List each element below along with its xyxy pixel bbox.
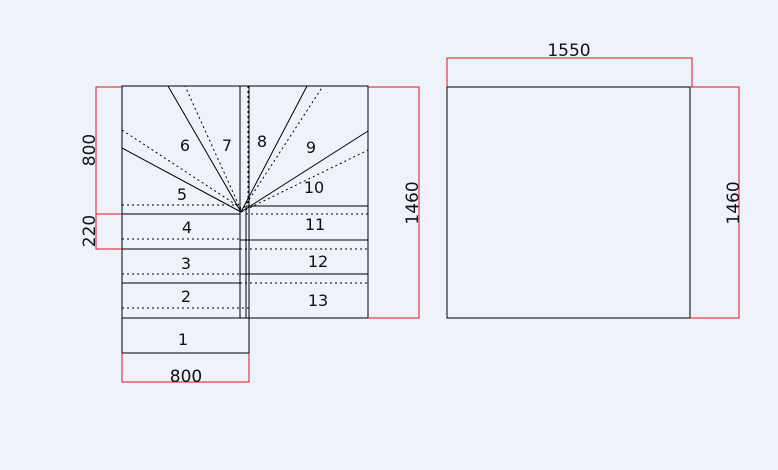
winder-line	[240, 85, 308, 213]
step-number-13: 13	[308, 291, 328, 310]
step-number-7: 7	[222, 136, 232, 155]
top-dimension-line	[446, 57, 693, 87]
right-flight-treads	[240, 205, 368, 284]
dimension-800-bottom: 800	[170, 367, 202, 387]
step-number-1: 1	[178, 330, 188, 349]
bottom-dimension-line	[121, 353, 250, 383]
step-number-4: 4	[182, 218, 192, 237]
left-dimension-line	[95, 86, 122, 250]
winder-nosing	[184, 85, 242, 211]
dimension-1550: 1550	[547, 41, 590, 61]
step-number-5: 5	[177, 185, 187, 204]
room-rectangle-group: 1550 1460	[446, 41, 744, 319]
rect-right-dimension-line	[690, 86, 740, 319]
dimension-1460-stair: 1460	[403, 181, 423, 224]
winder-treads	[121, 85, 369, 213]
left-flight-treads	[122, 204, 249, 319]
step-number-8: 8	[257, 132, 267, 151]
step-number-9: 9	[306, 138, 316, 157]
dimension-800-left: 800	[80, 134, 100, 166]
step-number-6: 6	[180, 136, 190, 155]
step-number-12: 12	[308, 252, 328, 271]
step-number-2: 2	[181, 287, 191, 306]
winder-line	[167, 85, 242, 213]
winder-nosing	[240, 149, 369, 213]
winder-line	[121, 147, 242, 213]
winder-line	[240, 130, 369, 213]
step-number-3: 3	[181, 254, 191, 273]
dimension-1460-rect: 1460	[724, 181, 744, 224]
winder-nosing	[240, 85, 324, 213]
stair-dimensions: 800 220 800 1460	[80, 86, 423, 387]
right-flight-frame	[239, 85, 369, 319]
winder-nosing	[121, 129, 242, 209]
step-number-10: 10	[304, 178, 324, 197]
right-dimension-line	[368, 86, 420, 319]
room-rectangle	[446, 86, 691, 319]
step-numbers: 1 2 3 4 5 6 7 8 9 10 11 12 13	[177, 132, 328, 349]
stair-outline	[121, 85, 369, 354]
step-number-11: 11	[305, 215, 325, 234]
dimension-220-left: 220	[80, 215, 100, 247]
